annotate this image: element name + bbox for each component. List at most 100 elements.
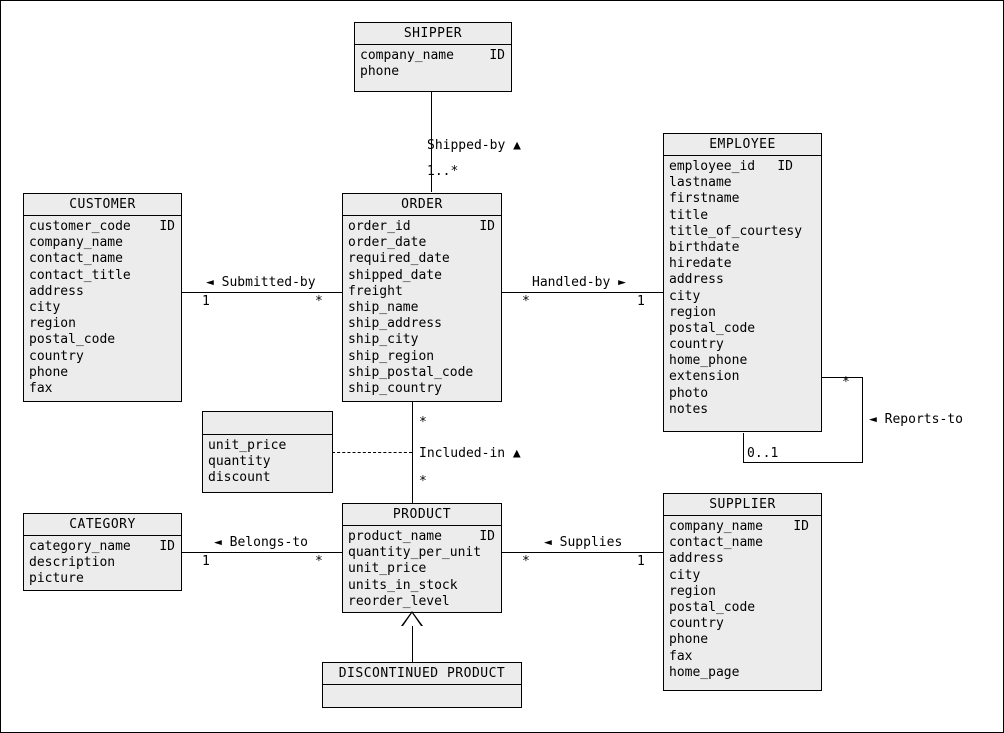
relationship-label-shipped-by: Shipped-by ▲ (427, 138, 521, 153)
attribute-row: required_date (348, 251, 501, 267)
attribute-name: contact_name (29, 251, 123, 267)
connector-supplies (502, 552, 663, 553)
attribute-row: title (669, 208, 821, 224)
attribute-row: ship_address (348, 316, 501, 332)
attribute-row: country (29, 349, 181, 365)
attribute-name: units_in_stock (348, 577, 458, 593)
attribute-row: ship_country (348, 381, 501, 397)
connector-handled-by (502, 292, 663, 293)
attribute-row: phone (360, 64, 511, 80)
attribute-row: fax (669, 649, 821, 665)
attribute-name: photo (669, 385, 709, 401)
entity-product-attributes: product_name ID quantity_per_unit unit_p… (343, 526, 501, 613)
attribute-row: employee_id ID (669, 159, 821, 175)
attribute-row: city (669, 289, 821, 305)
entity-customer-attributes: customer_code ID company_name contact_na… (24, 216, 181, 400)
entity-supplier[interactable]: SUPPLIER company_name ID contact_name ad… (663, 493, 822, 691)
attribute-name: city (29, 299, 61, 315)
attribute-name: country (29, 348, 84, 364)
attribute-name: title_of_courtesy (669, 223, 803, 239)
entity-category[interactable]: CATEGORY category_name ID description pi… (23, 513, 182, 591)
multiplicity-included-in-source: * (419, 415, 427, 430)
attribute-row: fax (29, 381, 181, 397)
attribute-row: unit_price (348, 561, 501, 577)
entity-employee[interactable]: EMPLOYEE employee_id ID lastname firstna… (663, 133, 822, 432)
relationship-label-handled-by: Handled-by ► (532, 275, 626, 290)
connector-reports-to-right (862, 377, 863, 462)
attribute-name: phone (29, 364, 69, 380)
attribute-name: quantity (208, 454, 271, 470)
attribute-name: product_name (348, 529, 442, 544)
attribute-name: ship_postal_code (348, 364, 474, 380)
attribute-row: shipped_date (348, 268, 501, 284)
attribute-name: city (669, 567, 701, 583)
attribute-name: address (29, 283, 84, 299)
association-class-empty-title (203, 412, 332, 435)
entity-discontinued-product-attributes (323, 685, 521, 707)
attribute-row: ship_region (348, 349, 501, 365)
attribute-name: lastname (669, 175, 732, 191)
entity-discontinued-product-title: DISCONTINUED PRODUCT (323, 663, 521, 685)
entity-supplier-attributes: company_name ID contact_name address cit… (664, 516, 821, 684)
attribute-key: ID (777, 159, 793, 174)
connector-shipped-by (431, 92, 432, 192)
attribute-row: company_name ID (360, 48, 511, 64)
relationship-label-belongs-to: ◄ Belongs-to (214, 535, 308, 550)
multiplicity-included-in-target: * (419, 474, 427, 489)
entity-shipper-attributes: company_name ID phone (355, 45, 511, 83)
attribute-name: contact_name (669, 535, 763, 551)
attribute-name: ship_region (348, 348, 435, 364)
multiplicity-shipped-by-target: 1..* (427, 164, 459, 179)
connector-reports-to-bottom (743, 462, 863, 463)
attribute-name: required_date (348, 251, 450, 267)
entity-shipper[interactable]: SHIPPER company_name ID phone (354, 22, 512, 92)
attribute-row: extension (669, 369, 821, 385)
attribute-row: unit_price (208, 438, 332, 454)
entity-product[interactable]: PRODUCT product_name ID quantity_per_uni… (342, 503, 502, 613)
entity-association-class-orderdetail[interactable]: unit_price quantity discount (202, 411, 333, 493)
attribute-name: fax (29, 380, 53, 396)
attribute-name: phone (669, 632, 709, 648)
attribute-row: category_name ID (29, 539, 181, 555)
attribute-name: ship_name (348, 299, 419, 315)
entity-discontinued-product[interactable]: DISCONTINUED PRODUCT (322, 662, 522, 708)
attribute-row: postal_code (669, 600, 821, 616)
attribute-name: category_name (29, 539, 131, 554)
attribute-row: ship_postal_code (348, 365, 501, 381)
attribute-name: notes (669, 401, 709, 417)
entity-employee-title: EMPLOYEE (664, 134, 821, 156)
attribute-name: fax (669, 648, 693, 664)
attribute-row: country (669, 616, 821, 632)
attribute-name: discount (208, 470, 271, 486)
attribute-name: title (669, 207, 709, 223)
attribute-row: ship_name (348, 300, 501, 316)
attribute-row: picture (29, 571, 181, 587)
attribute-row: freight (348, 284, 501, 300)
attribute-row: product_name ID (348, 529, 501, 545)
attribute-key: ID (479, 219, 495, 234)
multiplicity-handled-by-source: * (522, 294, 530, 309)
attribute-row: firstname (669, 191, 821, 207)
attribute-name: birthdate (669, 239, 740, 255)
attribute-name: ship_country (348, 380, 442, 396)
attribute-row: title_of_courtesy (669, 224, 821, 240)
multiplicity-handled-by-target: 1 (637, 294, 645, 309)
attribute-row: postal_code (669, 321, 821, 337)
entity-order[interactable]: ORDER order_id ID order_date required_da… (342, 193, 502, 402)
relationship-label-submitted-by: ◄ Submitted-by (206, 275, 316, 290)
attribute-row: city (669, 568, 821, 584)
attribute-row: contact_name (29, 251, 181, 267)
attribute-row: phone (29, 365, 181, 381)
attribute-name: postal_code (669, 599, 756, 615)
entity-shipper-title: SHIPPER (355, 23, 511, 45)
attribute-name: picture (29, 571, 84, 587)
attribute-name: unit_price (348, 561, 427, 577)
connector-generalization (412, 626, 413, 662)
attribute-row: customer_code ID (29, 219, 181, 235)
connector-submitted-by (182, 292, 342, 293)
multiplicity-supplies-source: * (522, 554, 530, 569)
attribute-row: birthdate (669, 240, 821, 256)
entity-customer[interactable]: CUSTOMER customer_code ID company_name c… (23, 193, 182, 402)
attribute-name: description (29, 555, 116, 571)
